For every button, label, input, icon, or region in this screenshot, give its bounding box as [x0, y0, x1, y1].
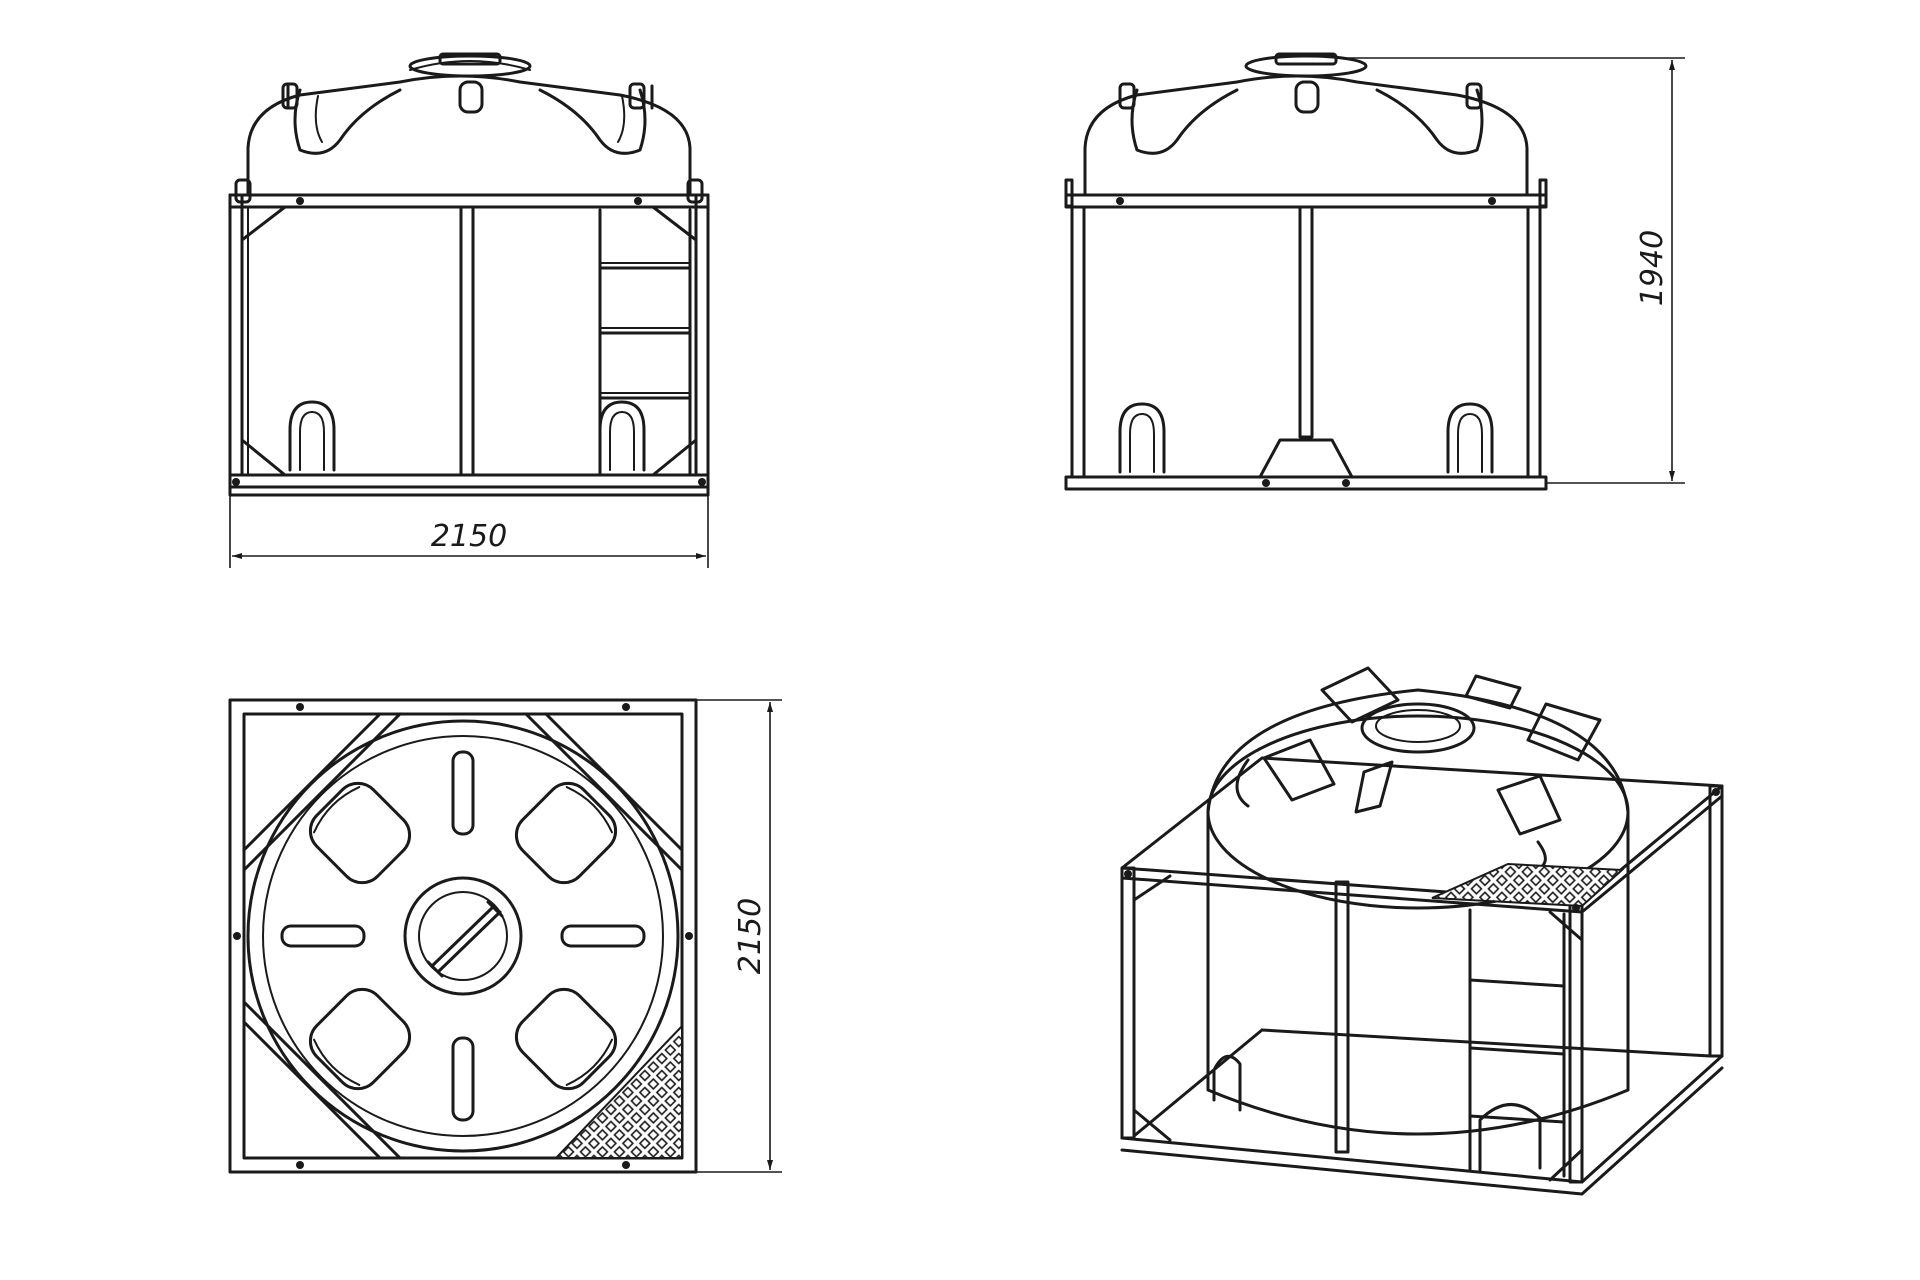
- height-dimension: 1940: [1340, 57, 1685, 484]
- depth-dimension-label: 2150: [733, 898, 768, 974]
- side-view: [1064, 52, 1548, 491]
- height-dimension-label: 1940: [1635, 230, 1670, 306]
- top-view: [228, 698, 698, 1174]
- front-view: [228, 52, 710, 497]
- depth-dimension: 2150: [696, 699, 782, 1173]
- width-dimension: 2150: [229, 495, 709, 568]
- isometric-view: [1120, 666, 1724, 1196]
- width-dimension-label: 2150: [431, 519, 507, 554]
